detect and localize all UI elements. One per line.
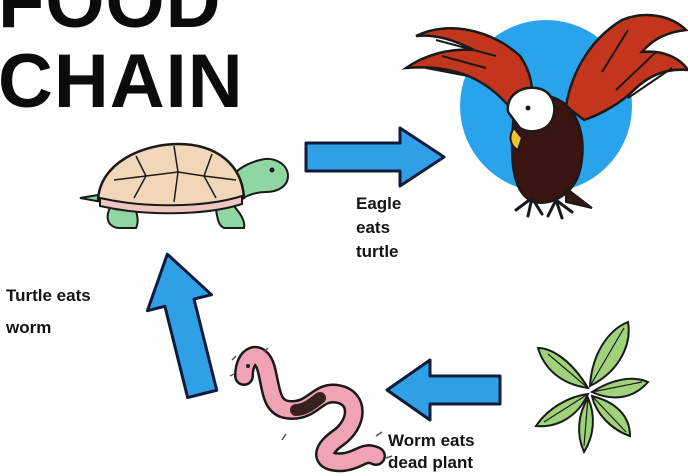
label-eagle-line3: turtle [356, 240, 401, 264]
label-turtle-line2: worm [6, 312, 91, 344]
label-turtle-line1: Turtle eats [6, 280, 91, 312]
eagle-icon [396, 10, 688, 226]
arrow-left [384, 358, 504, 422]
label-worm-eats-plant: Worm eats dead plant [388, 430, 475, 474]
label-worm-line2: dead plant [388, 452, 475, 474]
label-eagle-line2: eats [356, 216, 401, 240]
turtle-icon [74, 136, 294, 236]
title-food: FOOD [0, 0, 222, 40]
label-eagle-line1: Eagle [356, 192, 401, 216]
plant-icon [530, 318, 650, 456]
label-eagle-eats-turtle: Eagle eats turtle [356, 192, 401, 264]
label-turtle-eats-worm: Turtle eats worm [6, 280, 91, 344]
label-worm-line1: Worm eats [388, 430, 475, 452]
arrow-up [140, 250, 230, 400]
worm-icon [226, 346, 396, 470]
title-chain: CHAIN [0, 44, 244, 120]
